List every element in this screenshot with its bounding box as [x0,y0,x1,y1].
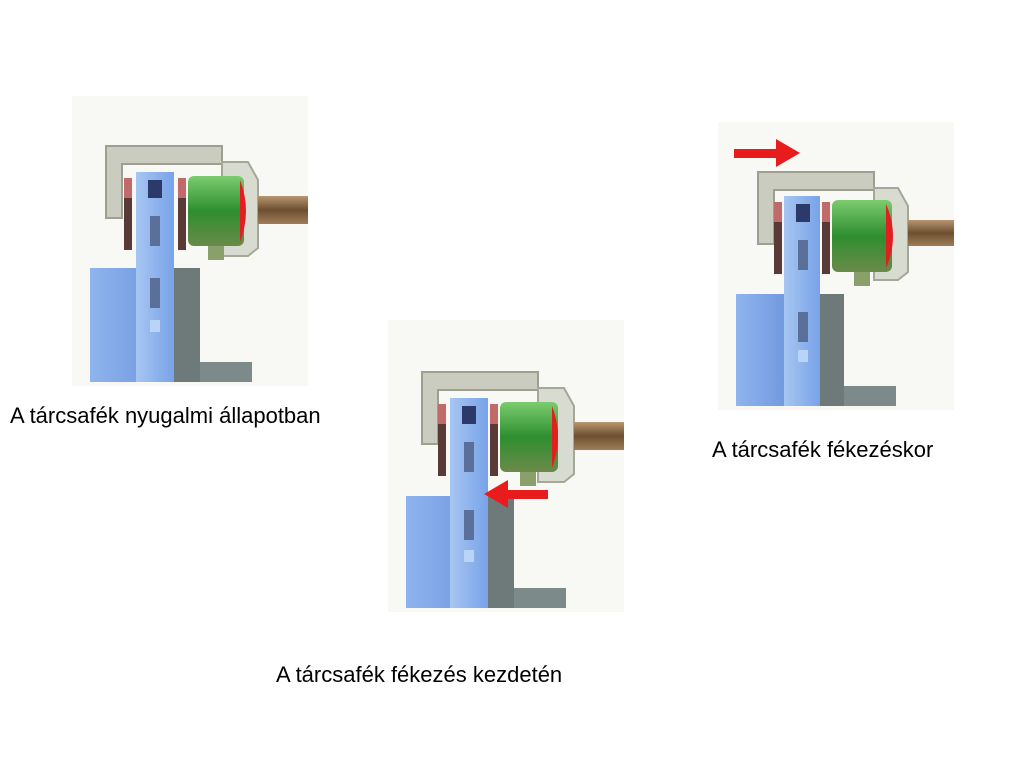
disc-brake-icon [388,320,624,612]
disc-brake-diagram-rest [72,96,308,386]
caption-braking: A tárcsafék fékezéskor [712,437,934,462]
red-arrow-icon [484,480,548,508]
disc-brake-icon [72,96,308,386]
disc-brake-diagram-braking [718,122,954,410]
red-arrow-icon [734,139,800,167]
caption-rest: A tárcsafék nyugalmi állapotban [10,403,321,428]
disc-brake-icon [718,122,954,410]
caption-start: A tárcsafék fékezés kezdetén [276,662,563,687]
disc-brake-diagram-start [388,320,624,612]
